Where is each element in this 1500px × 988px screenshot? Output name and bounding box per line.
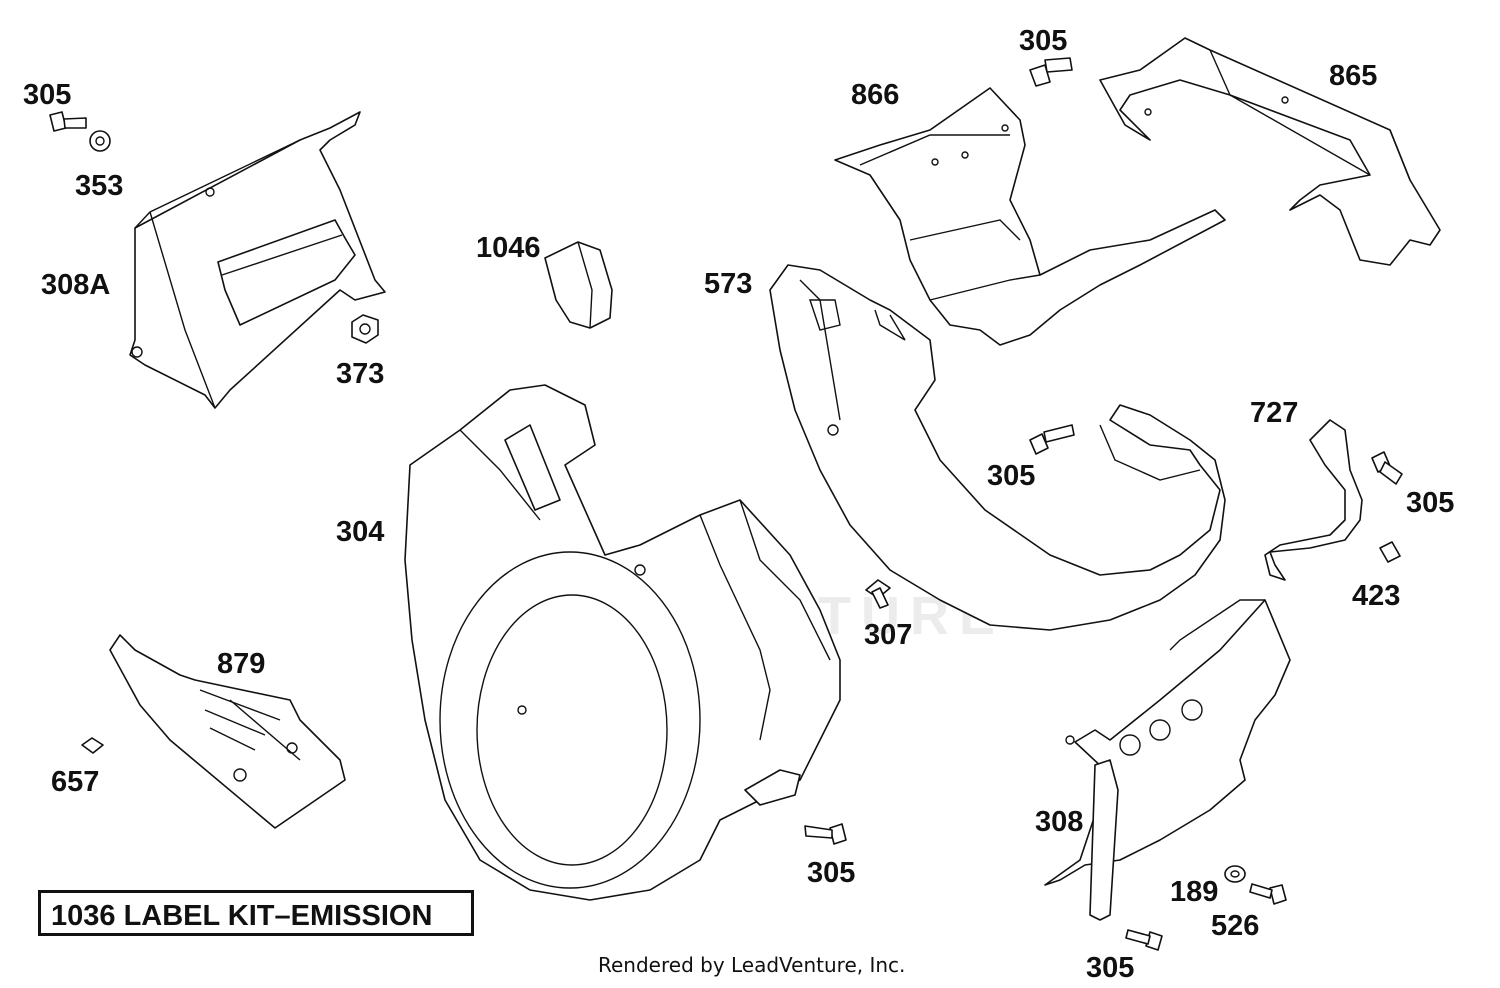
- callout-305-right: 305: [1406, 487, 1455, 519]
- part-304-blower-housing: [404, 384, 841, 901]
- callout-353: 353: [75, 170, 124, 202]
- part-305-screw-a: [49, 111, 87, 132]
- callout-866: 866: [851, 79, 900, 111]
- callout-573: 573: [704, 268, 753, 300]
- part-573-baffle: [769, 264, 1226, 631]
- callout-308a: 308A: [41, 269, 111, 301]
- part-879-guard: [109, 634, 346, 829]
- part-307-screw: [865, 579, 891, 609]
- part-373-nut: [351, 314, 379, 344]
- callout-305-top-middle: 305: [1019, 25, 1068, 57]
- render-credit: Rendered by LeadVenture, Inc.: [598, 953, 906, 977]
- callout-423: 423: [1352, 580, 1401, 612]
- callout-307: 307: [864, 619, 913, 651]
- part-305-screw-e: [804, 823, 847, 845]
- part-305-screw-c: [1029, 424, 1075, 455]
- part-865-bracket: [1099, 37, 1441, 266]
- callout-879: 879: [217, 648, 266, 680]
- callout-189: 189: [1170, 876, 1219, 908]
- kit-label-text: 1036 LABEL KIT–EMISSION: [51, 900, 433, 932]
- callout-526: 526: [1211, 910, 1260, 942]
- callout-373: 373: [336, 358, 385, 390]
- part-308-panel: [1044, 599, 1291, 921]
- part-305-screw-d: [1371, 451, 1403, 485]
- part-423-screw: [1379, 541, 1401, 563]
- part-526-screw: [1249, 883, 1287, 905]
- part-1046-pad: [544, 241, 613, 329]
- kit-label-box: 1036 LABEL KIT–EMISSION: [38, 890, 474, 936]
- callout-865: 865: [1329, 60, 1378, 92]
- callout-304: 304: [336, 516, 385, 548]
- part-305-screw-f: [1125, 929, 1163, 951]
- callout-305-top-left: 305: [23, 79, 72, 111]
- callout-305-bottom-center: 305: [807, 857, 856, 889]
- callout-1046: 1046: [476, 232, 541, 264]
- part-305-screw-b: [1029, 57, 1073, 87]
- callout-657: 657: [51, 766, 100, 798]
- callout-305-bottom-right: 305: [1086, 952, 1135, 984]
- part-308a-shroud: [129, 111, 386, 409]
- callout-727: 727: [1250, 397, 1299, 429]
- callout-308: 308: [1035, 806, 1084, 838]
- part-657-screw: [81, 737, 104, 754]
- callout-305-middle: 305: [987, 460, 1036, 492]
- part-353-washer: [89, 130, 111, 152]
- part-189-washer: [1224, 865, 1246, 883]
- part-727-bracket: [1264, 419, 1363, 581]
- part-866-shield: [834, 87, 1226, 346]
